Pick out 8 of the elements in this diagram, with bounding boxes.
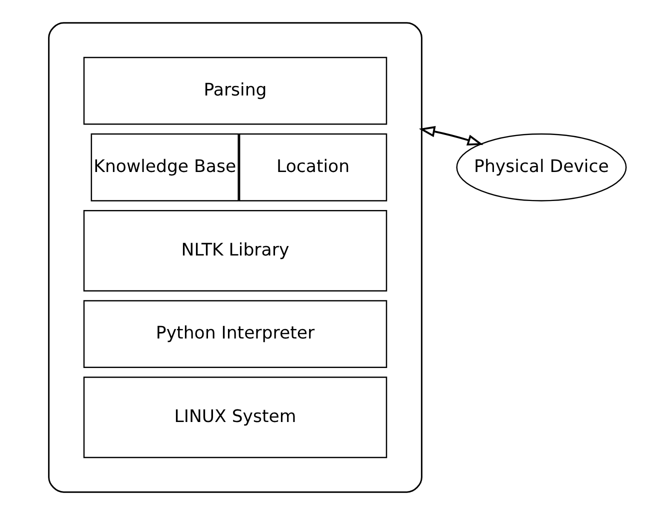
node-box: NLTK Library — [83, 210, 388, 292]
node-box: Python Interpreter — [83, 300, 388, 368]
cluster — [48, 22, 422, 493]
arrow — [418, 126, 484, 146]
node-box: Knowledge Base — [90, 133, 239, 202]
node-box: Parsing — [83, 56, 388, 125]
node-box: Location — [238, 133, 388, 202]
node-box: LINUX System — [83, 376, 388, 458]
